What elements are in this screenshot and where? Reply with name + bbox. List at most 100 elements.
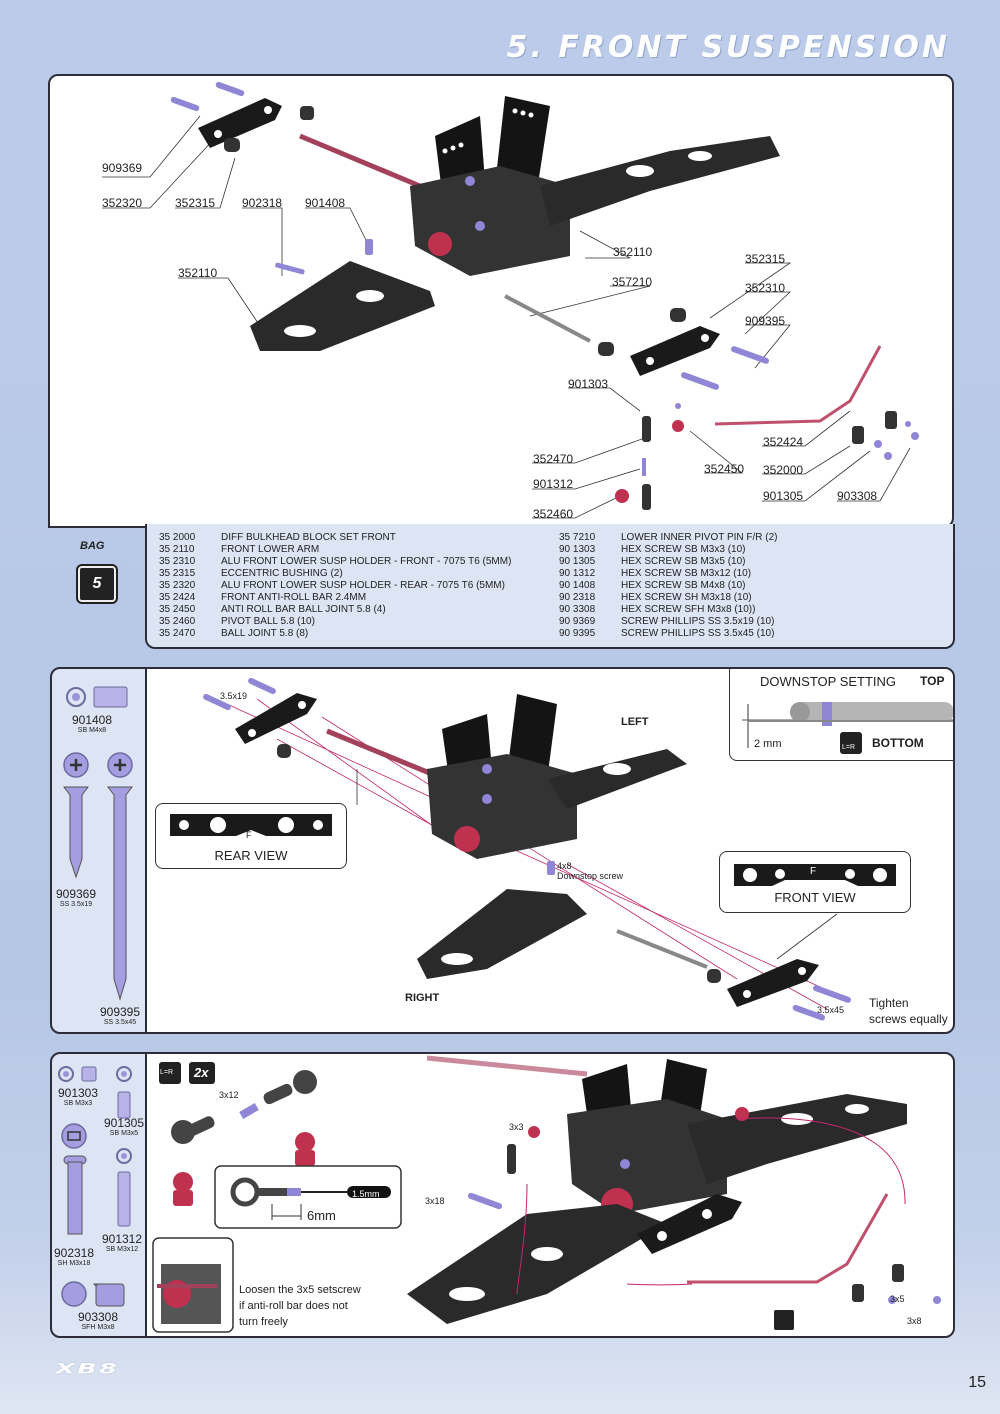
callout-352310: 352310 bbox=[745, 281, 786, 295]
rear-view-label: REAR VIEW bbox=[214, 848, 288, 863]
downstop-diagram bbox=[742, 702, 953, 754]
callout-901312: 901312 bbox=[533, 477, 574, 491]
label-3x18: 3x18 bbox=[425, 1196, 445, 1206]
part-row-desc: FRONT LOWER ARM bbox=[221, 544, 320, 555]
part-row-code: 35 2110 bbox=[159, 544, 195, 555]
part-row-desc: ECCENTRIC BUSHING (2) bbox=[221, 568, 343, 579]
part-row-desc: ANTI ROLL BAR BALL JOINT 5.8 (4) bbox=[221, 604, 386, 615]
part-row-code: 35 2460 bbox=[159, 616, 196, 627]
part-row-desc: SCREW PHILLIPS SS 3.5x45 (10) bbox=[621, 628, 775, 639]
rear-f-mark: F bbox=[246, 830, 252, 840]
front-view-inset: F FRONT VIEW bbox=[719, 851, 911, 913]
page-title: 5. FRONT SUSPENSION bbox=[506, 30, 950, 65]
part-row-code: 90 1303 bbox=[559, 544, 596, 555]
part-row-desc: HEX SCREW SB M3x3 (10) bbox=[621, 544, 746, 555]
hardware-icons-step3 bbox=[58, 1066, 132, 1307]
downstop-setting-inset: DOWNSTOP SETTING TOP 2 mm L=R BOTTOM bbox=[729, 669, 953, 761]
part-row-code: 90 2318 bbox=[559, 592, 596, 603]
parts-list: 35 2000 DIFF BULKHEAD BLOCK SET FRONT 35 2… bbox=[145, 524, 955, 649]
left-side-label: LEFT bbox=[621, 716, 649, 728]
part-row-desc: DIFF BULKHEAD BLOCK SET FRONT bbox=[221, 532, 396, 543]
part-row-desc: FRONT ANTI-ROLL BAR 2.4MM bbox=[221, 592, 367, 603]
callout-352110-right: 352110 bbox=[613, 245, 653, 259]
part-row-code: 35 2424 bbox=[159, 592, 196, 603]
screw-label-3519: 3.5x19 bbox=[220, 691, 248, 701]
part-row-desc: HEX SCREW SH M3x18 (10) bbox=[621, 592, 752, 603]
part-row-desc: SCREW PHILLIPS SS 3.5x19 (10) bbox=[621, 616, 775, 627]
lr-icon: L=R bbox=[842, 744, 856, 751]
callout-909395: 909395 bbox=[745, 314, 786, 328]
part-row-desc: HEX SCREW SB M3x12 (10) bbox=[621, 568, 752, 579]
callout-909369: 909369 bbox=[102, 161, 143, 175]
downstop-value: 2 mm bbox=[754, 738, 782, 750]
part-row-code: 90 1408 bbox=[559, 580, 596, 591]
assembly-step3-panel: L=R 2x 3x12 3x3 3x18 3x5 3x8 1.5mm 6mm L… bbox=[145, 1052, 955, 1338]
bag-indicator: BAG 5 bbox=[50, 524, 145, 620]
rear-view-holder bbox=[170, 814, 332, 836]
callout-903308: 903308 bbox=[837, 489, 878, 503]
callout-352110-left: 352110 bbox=[178, 266, 218, 280]
loosen-note: Loosen the 3x5 setscrew if anti-roll bar… bbox=[239, 1284, 361, 1328]
callout-352470: 352470 bbox=[533, 452, 574, 466]
part-row-code: 90 3308 bbox=[559, 604, 596, 615]
callout-902318: 902318 bbox=[242, 196, 283, 210]
xb8-logo: XB8 bbox=[55, 1360, 119, 1378]
label-3x12: 3x12 bbox=[219, 1090, 239, 1100]
part-row-code: 35 7210 bbox=[559, 532, 596, 543]
part-row-code: 90 1312 bbox=[559, 568, 596, 579]
part-row-desc: PIVOT BALL 5.8 (10) bbox=[221, 616, 315, 627]
rear-view-inset: F REAR VIEW bbox=[155, 803, 347, 869]
callout-352320: 352320 bbox=[102, 196, 143, 210]
distance-6mm: 6mm bbox=[307, 1208, 336, 1223]
part-row-desc: LOWER INNER PIVOT PIN F/R (2) bbox=[621, 532, 778, 543]
callout-352450: 352450 bbox=[704, 462, 745, 476]
callout-901305: 901305 bbox=[763, 489, 804, 503]
bottom-label: BOTTOM bbox=[872, 736, 924, 750]
front-view-holder bbox=[734, 864, 896, 886]
assembly-step3-drawing bbox=[152, 1055, 941, 1333]
hex-tool-label: 1.5mm bbox=[352, 1189, 380, 1199]
downstop-title: DOWNSTOP SETTING bbox=[760, 674, 897, 689]
part-row-code: 35 2000 bbox=[159, 532, 196, 543]
callout-901303: 901303 bbox=[568, 377, 609, 391]
part-row-desc: HEX SCREW SB M4x8 (10) bbox=[621, 580, 746, 591]
callout-352315-front: 352315 bbox=[745, 252, 786, 266]
part-row-code: 35 2450 bbox=[159, 604, 196, 615]
part-row-code: 35 2315 bbox=[159, 568, 196, 579]
screw-label-3545: 3.5x45 bbox=[817, 1005, 845, 1015]
quantity-2x: 2x bbox=[194, 1065, 209, 1080]
part-row-code: 90 1305 bbox=[559, 556, 596, 567]
exploded-view-panel: 909369 352320 352315 902318 901408 35211… bbox=[48, 74, 954, 528]
tighten-note: Tighten screws equally bbox=[869, 996, 948, 1026]
callout-901408: 901408 bbox=[305, 196, 346, 210]
bag-number: 5 bbox=[76, 564, 118, 604]
part-row-code: 35 2320 bbox=[159, 580, 196, 591]
part-row-code: 90 9369 bbox=[559, 616, 596, 627]
part-row-code: 35 2310 bbox=[159, 556, 196, 567]
part-row-desc: BALL JOINT 5.8 (8) bbox=[221, 628, 309, 639]
callout-357210: 357210 bbox=[612, 275, 653, 289]
part-row-desc: HEX SCREW SFH M3x8 (10)) bbox=[621, 604, 756, 615]
part-row-desc: ALU FRONT LOWER SUSP HOLDER - REAR - 707… bbox=[221, 580, 505, 591]
callout-352424: 352424 bbox=[763, 435, 804, 449]
part-row-desc: ALU FRONT LOWER SUSP HOLDER - FRONT - 70… bbox=[221, 556, 512, 567]
callout-352000: 352000 bbox=[763, 463, 804, 477]
right-side-label: RIGHT bbox=[405, 992, 440, 1004]
hardware-icons-step2 bbox=[63, 686, 133, 1001]
bag-label: BAG bbox=[80, 540, 105, 552]
exploded-view-drawing bbox=[102, 81, 919, 519]
part-row-code: 90 9395 bbox=[559, 628, 596, 639]
lr-icon-step3: L=R bbox=[160, 1069, 174, 1076]
part-row-code: 35 2470 bbox=[159, 628, 196, 639]
assembly-step2-drawing bbox=[203, 677, 851, 1021]
